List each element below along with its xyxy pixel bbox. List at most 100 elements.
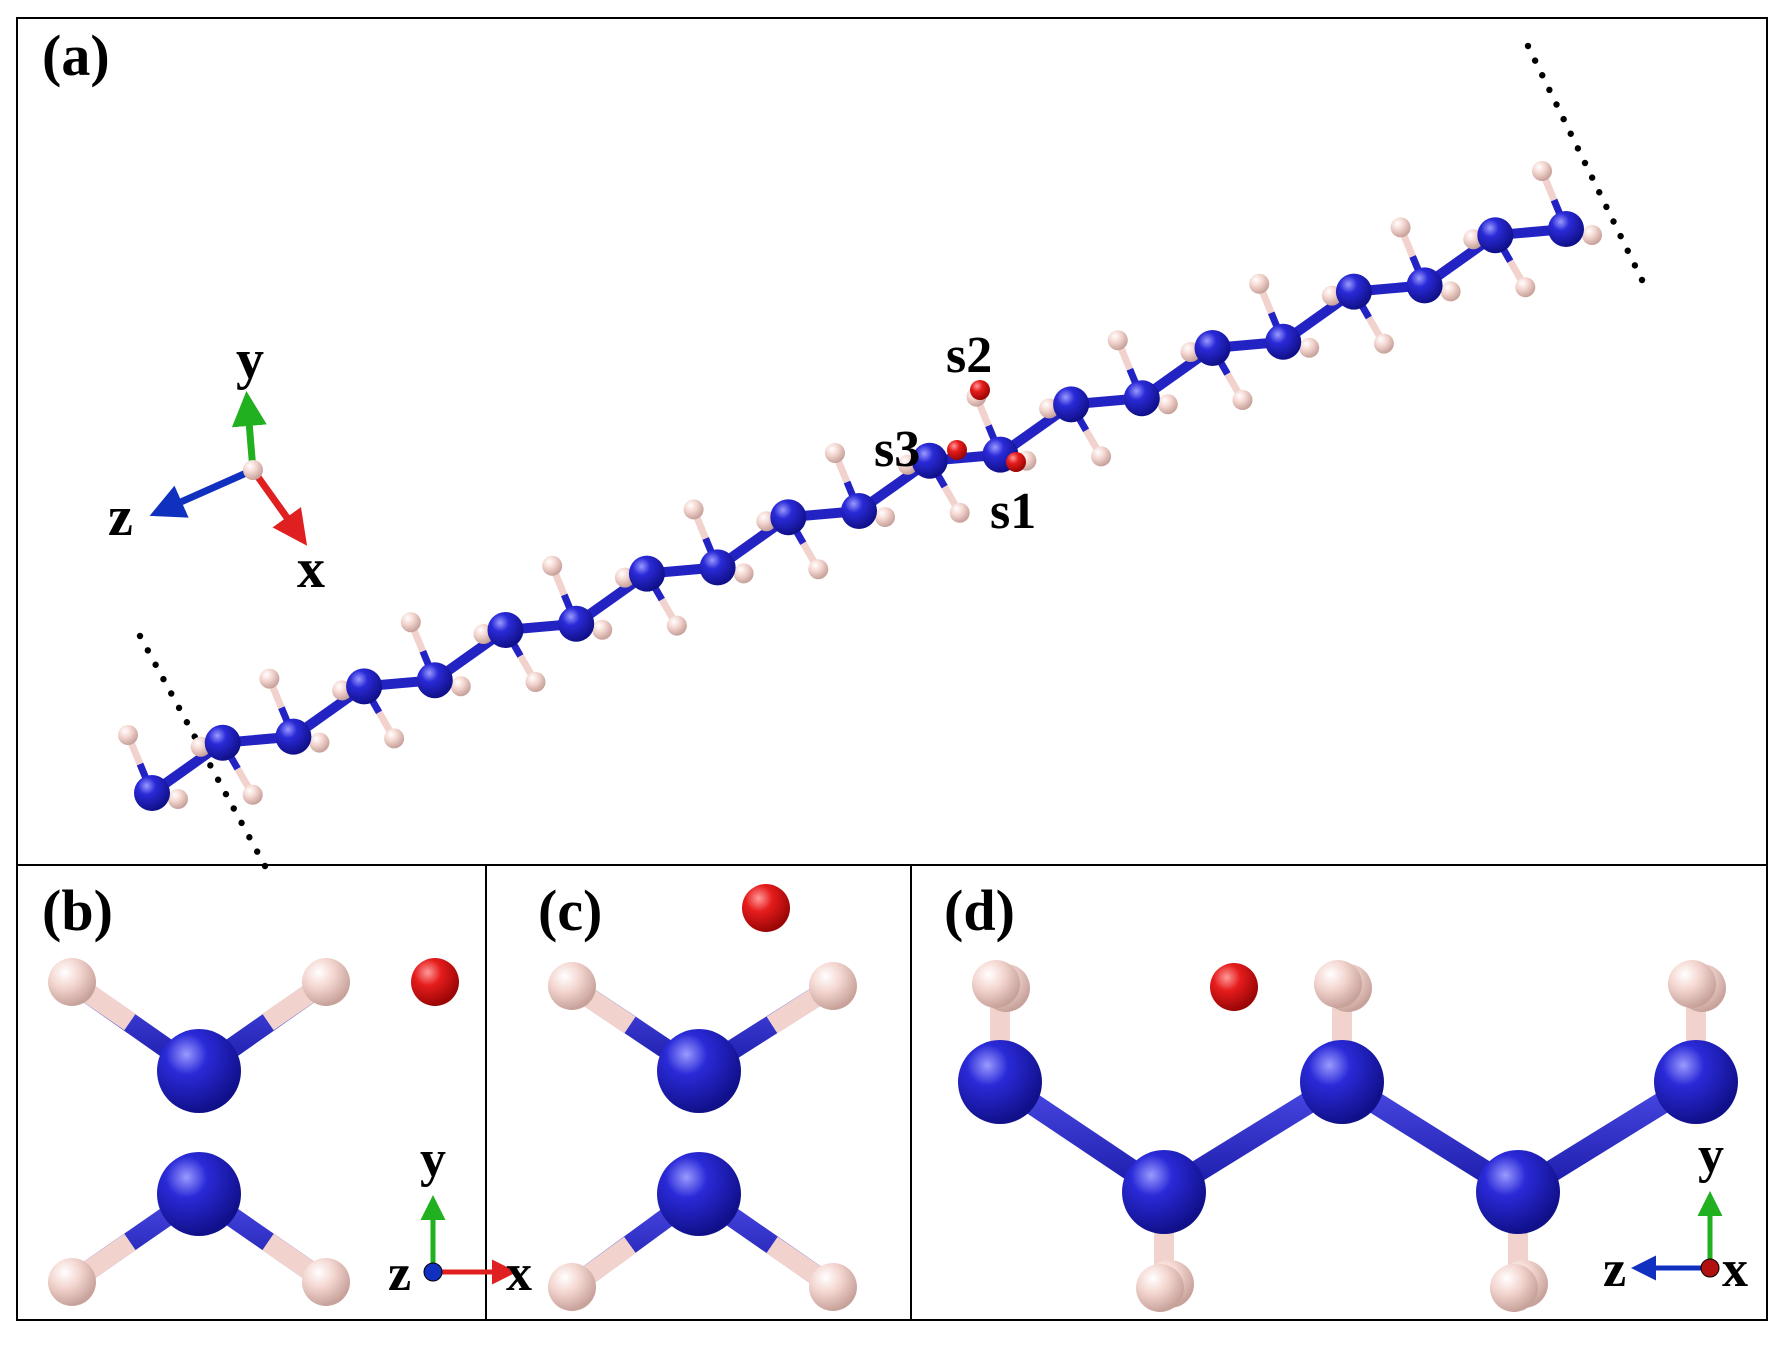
boundary-dot xyxy=(168,690,175,697)
boundary-dot xyxy=(1610,218,1617,225)
boundary-dot xyxy=(144,647,152,654)
panel-label-b: (b) xyxy=(42,878,113,943)
boundary-dot xyxy=(1596,189,1603,196)
boundary-dot xyxy=(1624,247,1631,254)
backbone-atom xyxy=(911,442,948,479)
backbone-atom xyxy=(628,555,665,592)
backbone-atom xyxy=(699,549,736,586)
hydrogen-atom xyxy=(825,443,845,463)
boundary-dot xyxy=(175,704,183,712)
hydrogen-atom xyxy=(1299,337,1320,358)
axis-label-z: z xyxy=(1603,1241,1626,1298)
backbone-atom xyxy=(1123,380,1160,417)
boundary-dot xyxy=(1539,72,1546,79)
site-s3-atom xyxy=(947,440,967,460)
backbone-atom xyxy=(1335,273,1372,310)
hydrogen-atom xyxy=(1249,273,1270,294)
boundary-dot xyxy=(160,675,167,683)
hydrogen-atom xyxy=(302,1258,350,1306)
panel-frames xyxy=(16,17,1768,1321)
hydrogen-atom xyxy=(1390,217,1411,238)
hydrogen-atom xyxy=(48,958,96,1006)
backbone-atom xyxy=(657,1152,741,1236)
axis-label-z: z xyxy=(108,486,133,548)
hydrogen-atom xyxy=(242,784,263,805)
backbone-atom xyxy=(1053,386,1090,423)
molecule-b xyxy=(48,958,459,1306)
boundary-dot xyxy=(136,632,144,640)
hydrogen-atom xyxy=(1440,281,1461,302)
hydrogen-bond-sticks xyxy=(124,169,1593,803)
molecule-c xyxy=(548,884,857,1311)
site-s1-atom xyxy=(1006,452,1026,472)
hydrogen-atom xyxy=(450,676,471,697)
hydrogen-atom xyxy=(592,619,613,640)
boundary-dot xyxy=(1524,42,1532,50)
backbone-atom xyxy=(770,499,807,536)
boundary-dot xyxy=(1560,115,1567,123)
hydrogen-atom xyxy=(808,559,829,580)
hydrogen-atom xyxy=(525,672,546,692)
axis-label-x: x xyxy=(506,1245,532,1302)
hydrogen-atom xyxy=(1091,446,1112,467)
hydrogen-atom xyxy=(1107,330,1128,351)
hydrogen-atom xyxy=(1232,390,1253,410)
hydrogen-atom xyxy=(548,1263,596,1311)
z-axis-arrow xyxy=(149,466,255,518)
panel-label-c: (c) xyxy=(538,878,602,943)
hydrogen-atom xyxy=(733,563,754,584)
x-axis-arrow xyxy=(250,467,308,546)
site-label-s3: s3 xyxy=(874,421,920,478)
backbone-atom xyxy=(204,724,241,761)
boundary-dot xyxy=(207,762,214,769)
backbone-atom xyxy=(1194,330,1231,366)
panel-label-d: (d) xyxy=(944,878,1015,943)
axis-label-z: z xyxy=(388,1245,411,1302)
hydrogen-atom xyxy=(118,725,138,745)
hydrogen-atom xyxy=(1136,1264,1184,1312)
boundary-dot xyxy=(238,819,245,827)
hydrogen-atom xyxy=(949,502,970,523)
boundary-dot xyxy=(1553,101,1560,108)
backbone-atom xyxy=(1265,323,1302,360)
hydrogen-atom xyxy=(1582,225,1602,245)
backbone-atom xyxy=(1548,211,1584,247)
boundary-dot xyxy=(1631,262,1639,269)
hydrogen-atom xyxy=(809,962,857,1010)
backbone-atom xyxy=(346,668,383,705)
boundary-dot xyxy=(1588,174,1596,181)
axis-triad-a: y z x xyxy=(108,329,325,600)
backbone-atom xyxy=(958,1040,1042,1124)
backbone-atom xyxy=(1406,267,1443,304)
backbone-atom xyxy=(1654,1040,1738,1124)
axis-triad-b: y z x xyxy=(388,1131,532,1302)
backbone-atom xyxy=(1300,1040,1384,1124)
chain-atoms xyxy=(118,161,1602,811)
axis-origin xyxy=(243,460,263,480)
backbone-atom xyxy=(657,1029,741,1113)
axis-label-y: y xyxy=(236,329,264,391)
axis-triad-d: y z x xyxy=(1603,1127,1748,1298)
axis-label-x: x xyxy=(1722,1241,1748,1298)
boundary-dot xyxy=(1531,57,1539,64)
axis-label-y: y xyxy=(1698,1127,1724,1184)
boundary-dot xyxy=(1603,203,1610,211)
boundary-dot xyxy=(1638,276,1646,284)
hydrogen-atom xyxy=(400,612,421,633)
hydrogen-atom xyxy=(1314,960,1362,1008)
boundary-dot xyxy=(1546,86,1553,94)
site-label-s2: s2 xyxy=(946,327,992,384)
site-s2-atom xyxy=(970,380,990,400)
molecule-d xyxy=(958,960,1738,1312)
x-axis-dot xyxy=(1700,1258,1720,1278)
boundary-dot xyxy=(246,834,253,841)
hydrogen-atom xyxy=(809,1263,857,1311)
panel-d-frame xyxy=(910,864,1768,1321)
axis-label-y: y xyxy=(420,1131,446,1188)
boundary-dot xyxy=(261,862,269,870)
boundary-dot xyxy=(253,848,261,855)
boundary-dot xyxy=(1581,159,1589,167)
hydrogen-atom xyxy=(1490,1264,1538,1312)
backbone-atom xyxy=(157,1029,241,1113)
boundary-dot xyxy=(1574,145,1582,152)
